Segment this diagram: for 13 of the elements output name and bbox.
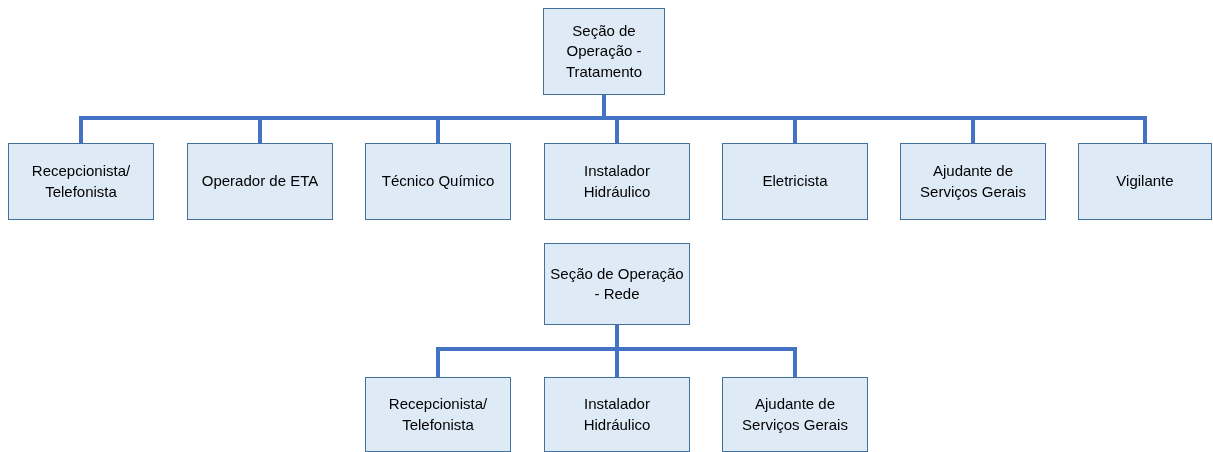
org-box: Recepcionista/ Telefonista xyxy=(8,143,154,220)
org-box: Ajudante de Serviços Gerais xyxy=(722,377,868,452)
org-box: Instalador Hidráulico xyxy=(544,143,690,220)
org-box: Instalador Hidráulico xyxy=(544,377,690,452)
org-box: Seção de Operação - Rede xyxy=(544,243,690,325)
connector-line xyxy=(615,325,797,377)
org-box: Seção de Operação - Tratamento xyxy=(543,8,665,95)
org-box: Operador de ETA xyxy=(187,143,333,220)
org-box: Eletricista xyxy=(722,143,868,220)
org-box: Vigilante xyxy=(1078,143,1212,220)
org-box: Recepcionista/ Telefonista xyxy=(365,377,511,452)
org-box: Ajudante de Serviços Gerais xyxy=(900,143,1046,220)
org-box: Técnico Químico xyxy=(365,143,511,220)
